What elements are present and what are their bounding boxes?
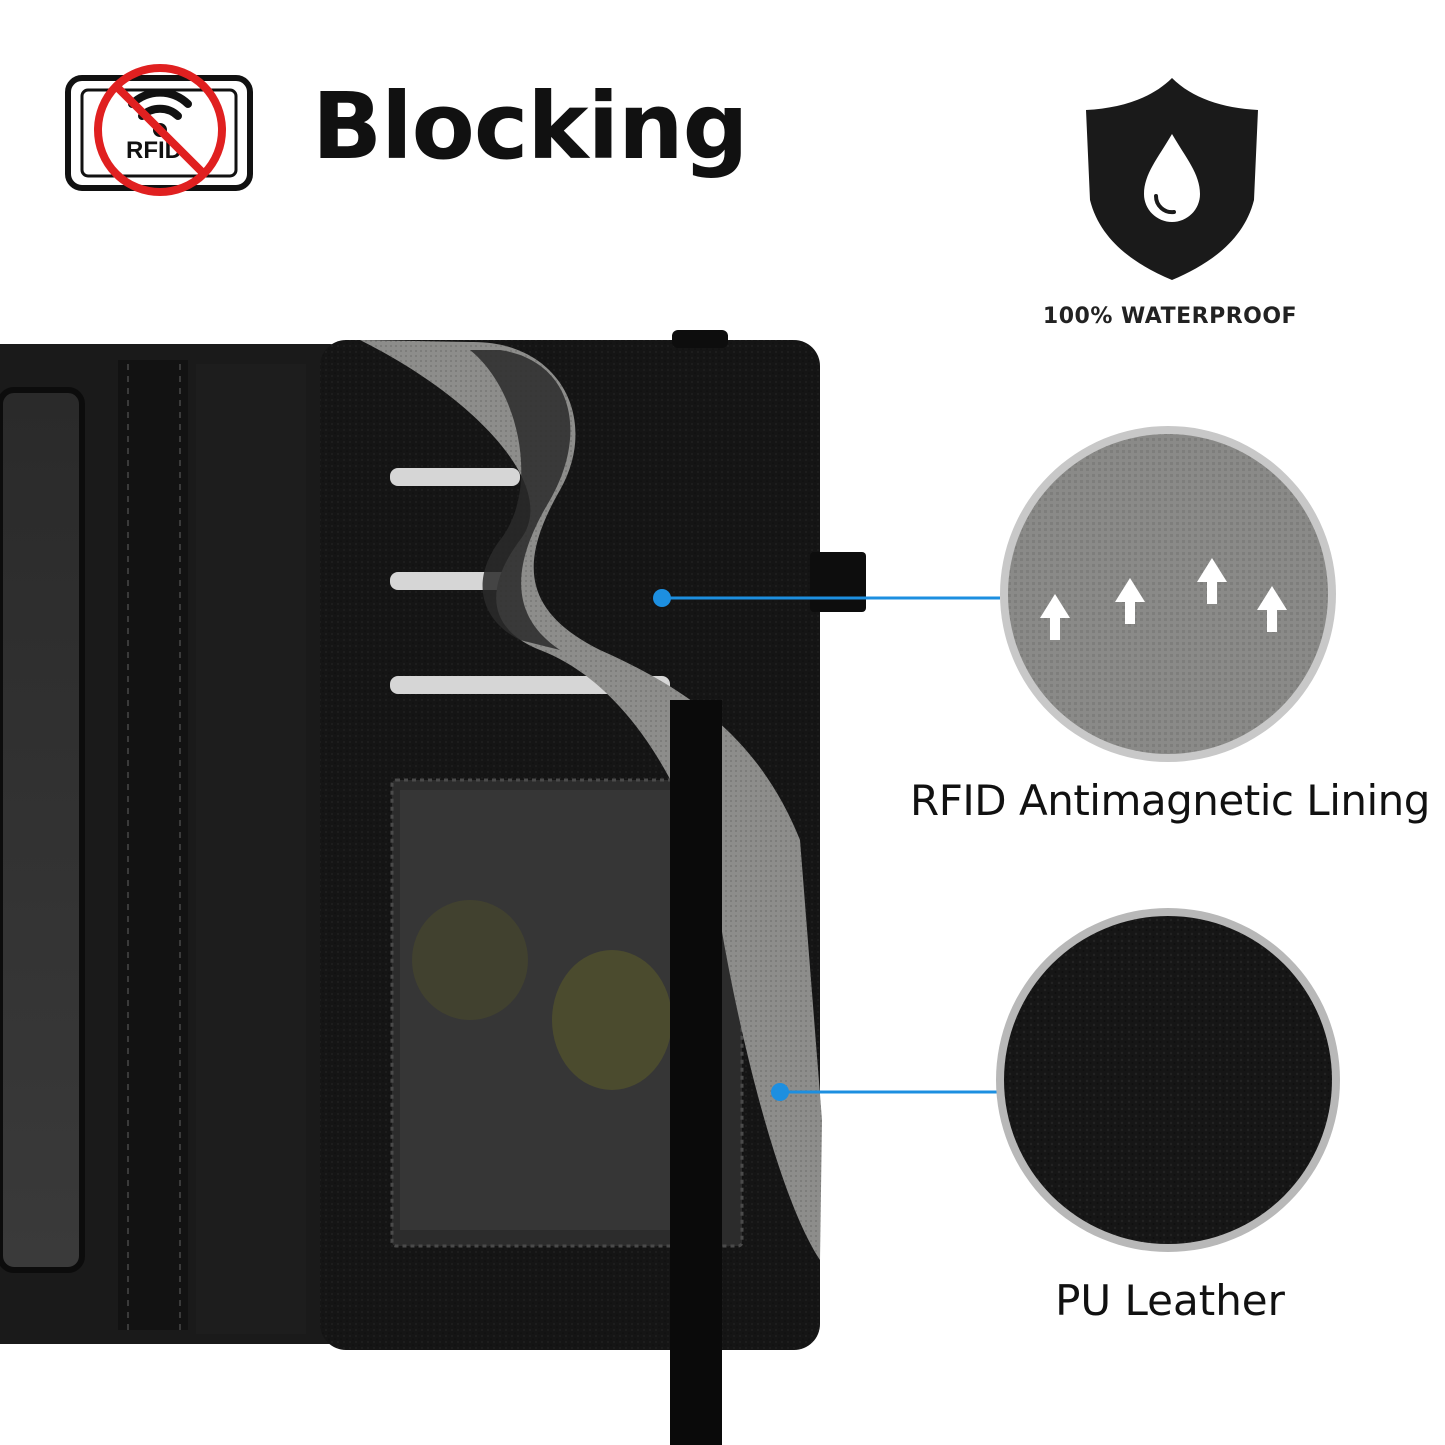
leather-label: PU Leather (1055, 1276, 1285, 1325)
lining-label: RFID Antimagnetic Lining (910, 776, 1430, 825)
pu-leather-swatch (996, 908, 1340, 1252)
rfid-blocked-icon: RFID (65, 64, 253, 196)
breathable-arrows-icon (1040, 558, 1287, 640)
waterproof-label: 100% WATERPROOF (1042, 304, 1298, 329)
page-title: Blocking (312, 73, 748, 180)
passport-wallet-illustration (0, 330, 866, 1445)
lining-fabric-swatch (1000, 426, 1336, 762)
waterproof-shield-icon (1086, 78, 1258, 280)
